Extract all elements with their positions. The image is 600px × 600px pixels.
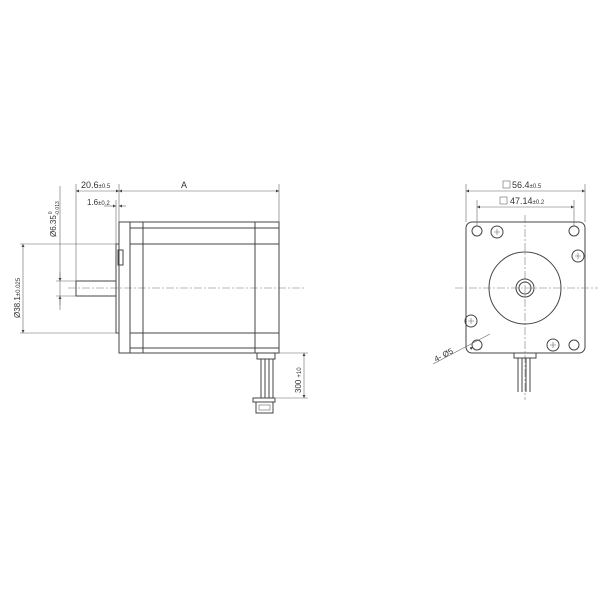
body-detail-lines bbox=[129, 222, 279, 353]
screw-heads bbox=[464, 225, 585, 352]
body-length-label: A bbox=[181, 180, 187, 190]
shaft-end bbox=[518, 281, 532, 295]
front-lead-wires bbox=[517, 358, 531, 392]
hub bbox=[515, 278, 535, 298]
faceplate bbox=[465, 221, 586, 354]
pilot-diameter-label: Ø38.1±0.025 bbox=[13, 277, 22, 318]
shaft bbox=[75, 280, 117, 297]
side-view: 20.6±0.5 A 1.6±0.2 Ø6.350-0.013 Ø38.1±0.… bbox=[13, 180, 308, 414]
wire-connector bbox=[255, 401, 274, 414]
shaft-length-label: 20.6±0.5 bbox=[81, 180, 111, 190]
front-view: 56.4±0.5 47.14±0.2 4- Ø5 bbox=[433, 180, 598, 400]
motor-body bbox=[118, 221, 280, 354]
hole-spacing-label: 47.14±0.2 bbox=[510, 196, 545, 206]
pilot-circle bbox=[488, 251, 562, 325]
flange-connector bbox=[117, 249, 124, 266]
flange-step-label: 1.6±0.2 bbox=[87, 198, 110, 207]
lead-wires bbox=[252, 352, 276, 414]
shaft-diameter-label: Ø6.350-0.013 bbox=[48, 201, 61, 237]
lead-length-label: 300+10 bbox=[294, 367, 303, 393]
body-square-label: 56.4±0.5 bbox=[512, 180, 542, 190]
mounting-holes-label: 4- Ø5 bbox=[433, 346, 455, 364]
